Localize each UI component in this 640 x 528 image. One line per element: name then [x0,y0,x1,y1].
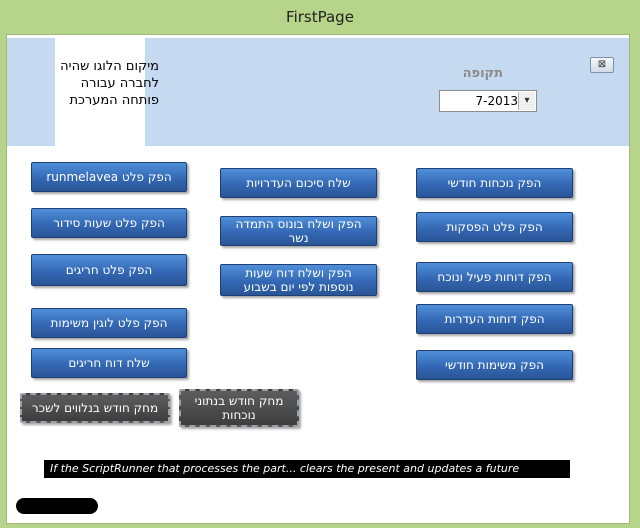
overtime-by-weekday-button[interactable]: הפק ושלח דוח שעות נוספות לפי יום בשבוע [220,264,377,296]
period-value: 7-2013 [475,94,518,108]
send-exceptions-report-button[interactable]: שלח דוח חריגים [31,348,187,378]
footer-note-text: If the ScriptRunner that processes the p… [50,462,520,475]
form-body: מיקום הלוגו שהיה לחברה עבורה פותחה המערכ… [6,34,630,524]
send-absence-summary-button[interactable]: שלח סיכום העדרויות [220,168,377,198]
window-title: FirstPage [0,0,640,34]
monthly-tasks-button[interactable]: הפק משימות חודשי [416,350,573,380]
monthly-attendance-button[interactable]: הפק נוכחות חודשי [416,168,573,198]
logo-placeholder [55,38,145,146]
period-label: תקופה [462,66,503,81]
absence-reports-button[interactable]: הפק דוחות העדרות [416,304,573,334]
redaction-mark [16,498,98,514]
exceptions-output-button[interactable]: הפק פלט חריגים [31,254,187,286]
header-panel: מיקום הלוגו שהיה לחברה עבורה פותחה המערכ… [7,38,629,146]
close-button[interactable]: ⊠ [590,57,614,73]
active-present-reports-button[interactable]: הפק דוחות פעיל ונוכח [416,262,573,292]
period-select[interactable]: 7-2013 ▾ [439,90,537,112]
logo-placeholder-text: מיקום הלוגו שהיה לחברה עבורה פותחה המערכ… [60,59,159,108]
redacted-footer-note: If the ScriptRunner that processes the p… [44,460,570,478]
chevron-down-icon[interactable]: ▾ [518,92,535,110]
task-login-output-button[interactable]: הפק פלט לוגין משימות [31,308,187,338]
breaks-output-button[interactable]: הפק פלט הפסקות [416,212,573,242]
schedule-hours-output-button[interactable]: הפק פלט שעות סידור [31,208,187,238]
delete-month-payroll-button[interactable]: מחק חודש בנלווים לשכר [20,393,170,423]
runmelavea-output-button[interactable]: הפק פלט runmelavea [31,162,187,192]
persistence-bonus-button[interactable]: הפק ושלח בונוס התמדה נשר [220,216,377,246]
delete-month-attendance-button[interactable]: מחק חודש בנתוני נוכחות [179,389,299,427]
